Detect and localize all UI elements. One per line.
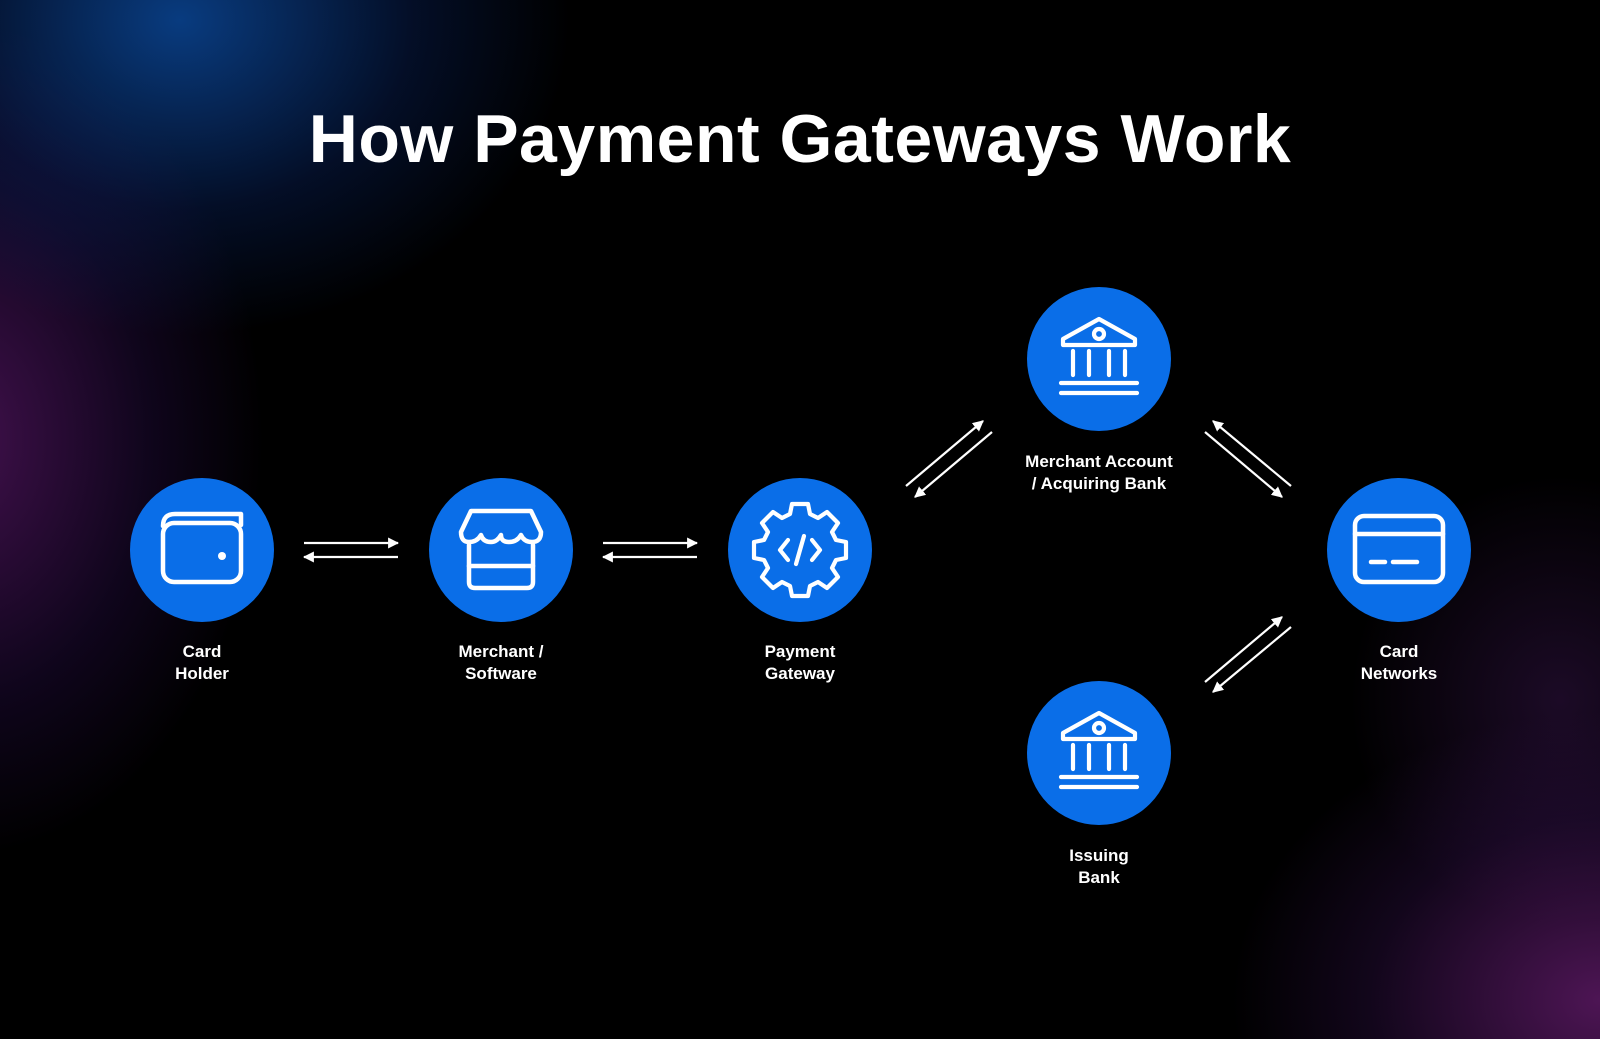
label-payment-gateway: Payment Gateway <box>764 642 836 683</box>
label-acquiring-bank: Merchant Account / Acquiring Bank <box>1025 452 1173 493</box>
label-card-holder: Card Holder <box>175 642 229 683</box>
label-card-networks: Card Networks <box>1360 642 1438 683</box>
credit-card-icon <box>1352 513 1446 585</box>
node-acquiring-bank <box>1027 287 1171 431</box>
arrow-pair-cardholder-merchant <box>302 537 400 563</box>
arrow-pair-acquiring-networks <box>1204 420 1292 498</box>
node-payment-gateway <box>728 478 872 622</box>
storefront-icon <box>458 508 544 591</box>
bank-icon <box>1058 710 1140 790</box>
wallet-icon <box>160 511 244 585</box>
node-card-networks <box>1327 478 1471 622</box>
arrow-pair-networks-issuing <box>1204 616 1292 693</box>
node-card-holder <box>130 478 274 622</box>
page-title: How Payment Gateways Work <box>308 101 1292 177</box>
bank-icon <box>1058 316 1140 396</box>
label-issuing-bank: Issuing Bank <box>1069 846 1129 887</box>
arrow-pair-gateway-acquiring <box>905 420 993 498</box>
arrow-pair-merchant-gateway <box>601 537 699 563</box>
gear-code-icon <box>751 501 849 599</box>
node-merchant-software <box>429 478 573 622</box>
node-issuing-bank <box>1027 681 1171 825</box>
label-merchant-software: Merchant / Software <box>458 642 544 683</box>
